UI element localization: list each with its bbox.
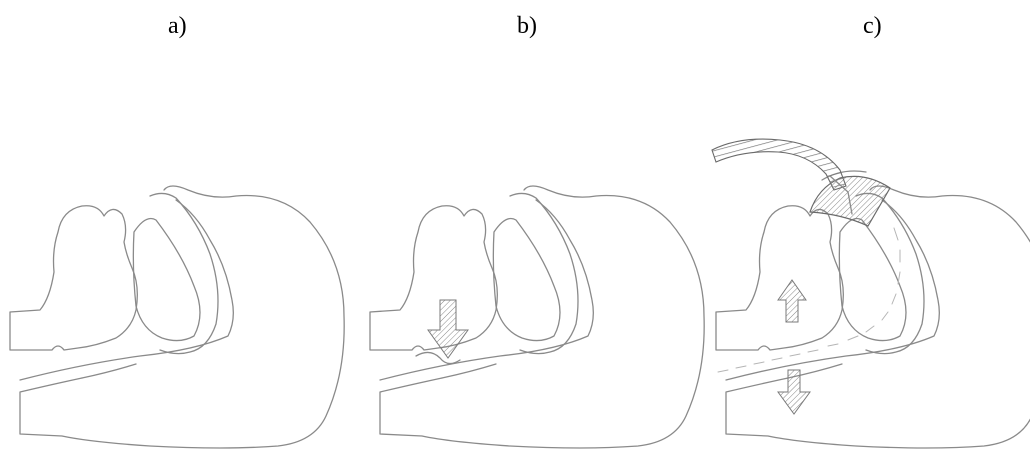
up-arrow-icon	[778, 280, 806, 322]
down-arrow-icon	[778, 370, 810, 414]
panel-c-drawing	[716, 171, 1030, 448]
panel-a-drawing	[10, 186, 344, 448]
collapse-arrow-icon	[428, 300, 468, 358]
panel-b-drawing	[370, 186, 704, 448]
